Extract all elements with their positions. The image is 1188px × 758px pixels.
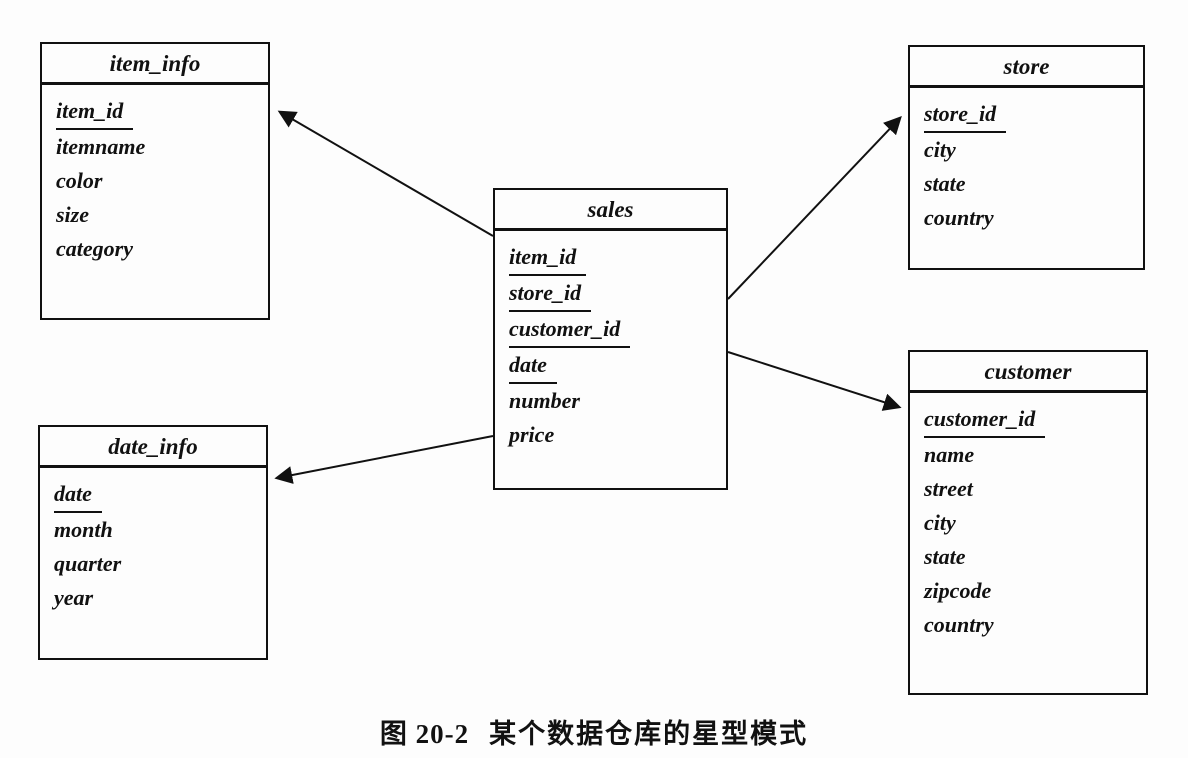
table-field: store_id	[924, 97, 1133, 133]
table-field: date	[54, 477, 256, 513]
arrow-sales-to-customer	[727, 351, 902, 411]
table-field: customer_id	[509, 312, 716, 348]
field-store-id: store_id	[509, 276, 592, 312]
table-field: date	[509, 348, 716, 384]
field-number: number	[509, 388, 580, 413]
table-field: month	[54, 513, 256, 547]
table-date-info: date_info date month quarter year	[38, 425, 268, 660]
arrow-sales-to-store	[727, 116, 902, 300]
field-state: state	[924, 171, 966, 196]
field-zipcode: zipcode	[924, 578, 992, 603]
table-field: city	[924, 133, 1133, 167]
table-field: city	[924, 506, 1136, 540]
field-state: state	[924, 544, 966, 569]
table-sales-fields: item_id store_id customer_id date number…	[495, 231, 726, 458]
field-customer-id: customer_id	[924, 402, 1046, 438]
table-store-fields: store_id city state country	[910, 88, 1143, 241]
field-name: name	[924, 442, 975, 467]
field-country: country	[924, 205, 994, 230]
field-store-id: store_id	[924, 97, 1007, 133]
field-month: month	[54, 517, 113, 542]
table-field: country	[924, 608, 1136, 642]
table-item-info: item_info item_id itemname color size ca…	[40, 42, 270, 320]
table-sales: sales item_id store_id customer_id date …	[493, 188, 728, 490]
table-field: year	[54, 581, 256, 615]
arrow-sales-to-item-info	[277, 110, 494, 237]
table-customer-fields: customer_id name street city state zipco…	[910, 393, 1146, 648]
table-field: zipcode	[924, 574, 1136, 608]
table-field: color	[56, 164, 258, 198]
table-field: state	[924, 167, 1133, 201]
field-date: date	[54, 477, 102, 513]
field-customer-id: customer_id	[509, 312, 631, 348]
field-price: price	[509, 422, 555, 447]
field-color: color	[56, 168, 103, 193]
table-field: customer_id	[924, 402, 1136, 438]
table-customer: customer customer_id name street city st…	[908, 350, 1148, 695]
figure-caption-text: 某个数据仓库的星型模式	[489, 719, 809, 749]
field-city: city	[924, 137, 956, 162]
table-field: number	[509, 384, 716, 418]
field-street: street	[924, 476, 973, 501]
field-item-id: item_id	[56, 94, 134, 130]
table-field: store_id	[509, 276, 716, 312]
field-country: country	[924, 612, 994, 637]
table-field: price	[509, 418, 716, 452]
table-field: street	[924, 472, 1136, 506]
table-item-info-fields: item_id itemname color size category	[42, 85, 268, 272]
table-store-title: store	[910, 47, 1143, 88]
figure-caption: 图 20-2 某个数据仓库的星型模式	[0, 712, 1188, 751]
table-field: item_id	[509, 240, 716, 276]
field-category: category	[56, 236, 133, 261]
table-field: itemname	[56, 130, 258, 164]
table-field: category	[56, 232, 258, 266]
field-itemname: itemname	[56, 134, 146, 159]
field-quarter: quarter	[54, 551, 122, 576]
table-field: size	[56, 198, 258, 232]
field-size: size	[56, 202, 89, 227]
table-field: country	[924, 201, 1133, 235]
field-item-id: item_id	[509, 240, 587, 276]
figure-caption-label: 图 20-2	[379, 719, 470, 749]
field-date: date	[509, 348, 557, 384]
table-date-info-fields: date month quarter year	[40, 468, 266, 621]
field-year: year	[54, 585, 94, 610]
table-field: name	[924, 438, 1136, 472]
table-store: store store_id city state country	[908, 45, 1145, 270]
table-item-info-title: item_info	[42, 44, 268, 85]
table-field: state	[924, 540, 1136, 574]
table-sales-title: sales	[495, 190, 726, 231]
table-field: item_id	[56, 94, 258, 130]
table-field: quarter	[54, 547, 256, 581]
table-customer-title: customer	[910, 352, 1146, 393]
table-date-info-title: date_info	[40, 427, 266, 468]
arrow-sales-to-date-info	[274, 435, 494, 484]
field-city: city	[924, 510, 956, 535]
